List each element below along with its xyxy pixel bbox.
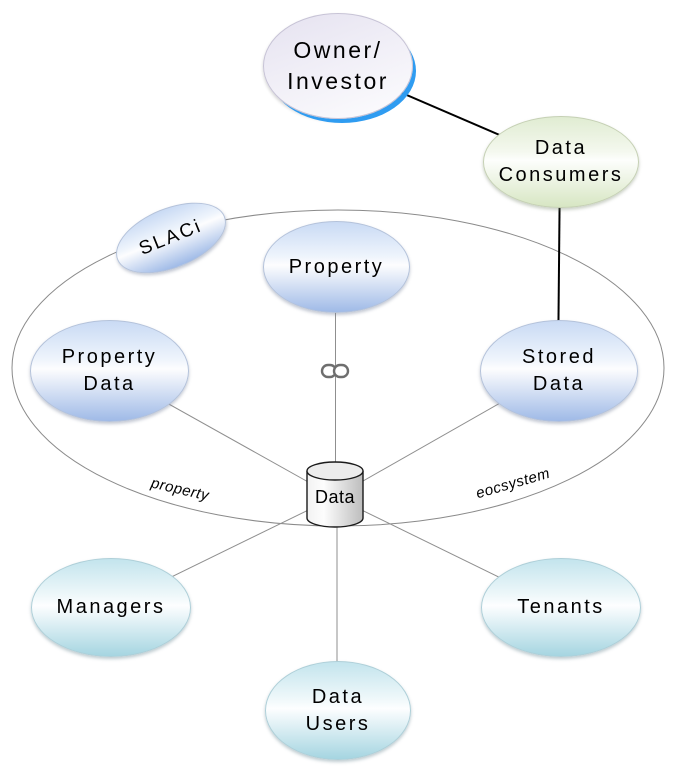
node-data-users-label: Data Users bbox=[305, 685, 371, 735]
node-property-label: Property bbox=[288, 255, 385, 278]
node-slaci-label: SLACi bbox=[136, 215, 206, 260]
node-managers-label: Managers bbox=[56, 596, 166, 618]
chain-link-icon bbox=[320, 363, 350, 379]
node-stored-data[interactable]: Stored Data bbox=[480, 320, 638, 422]
node-property-data[interactable]: Property Data bbox=[30, 320, 189, 422]
node-tenants[interactable]: Tenants bbox=[481, 558, 641, 657]
node-owner-investor-label: Owner/ Investor bbox=[287, 36, 389, 94]
node-owner-investor[interactable]: Owner/ Investor bbox=[263, 13, 413, 119]
data-store-label: Data bbox=[314, 487, 356, 507]
data-store-cylinder[interactable] bbox=[306, 461, 364, 528]
node-data-consumers-label: Data Consumers bbox=[498, 137, 624, 186]
node-managers[interactable]: Managers bbox=[31, 558, 191, 657]
node-stored-data-label: Stored Data bbox=[522, 346, 596, 395]
node-data-consumers[interactable]: Data Consumers bbox=[483, 116, 639, 208]
node-property-data-label: Property Data bbox=[61, 346, 158, 395]
node-tenants-label: Tenants bbox=[517, 596, 605, 618]
node-property[interactable]: Property bbox=[263, 221, 410, 313]
node-data-users[interactable]: Data Users bbox=[265, 661, 411, 760]
